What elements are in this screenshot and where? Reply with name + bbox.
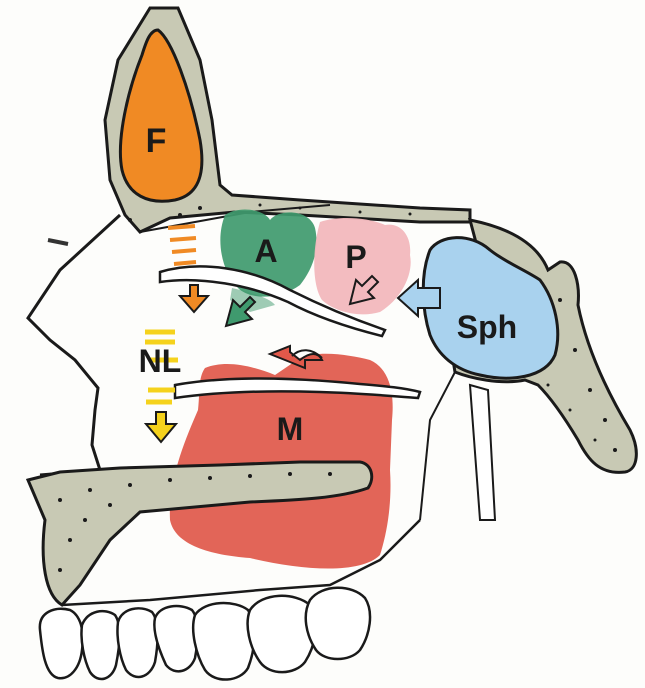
face-outline bbox=[28, 215, 120, 475]
frontal-sinus-label: F bbox=[146, 122, 167, 160]
maxillary-sinus-label: M bbox=[277, 411, 304, 447]
frontonasal-duct bbox=[168, 226, 196, 264]
teeth bbox=[40, 588, 370, 680]
sphenoid-sinus-label: Sph bbox=[457, 309, 517, 345]
pterygoid-plate bbox=[470, 385, 495, 520]
scan-mark bbox=[48, 240, 68, 244]
nasolacrimal-label: NL bbox=[139, 343, 182, 379]
posterior-maxilla-line bbox=[420, 372, 455, 520]
anterior-ethmoid-label: A bbox=[254, 233, 277, 269]
posterior-ethmoid-label: P bbox=[345, 239, 366, 275]
nasolacrimal-drainage-arrow bbox=[146, 412, 176, 442]
frontal-drainage-arrow bbox=[180, 285, 208, 312]
